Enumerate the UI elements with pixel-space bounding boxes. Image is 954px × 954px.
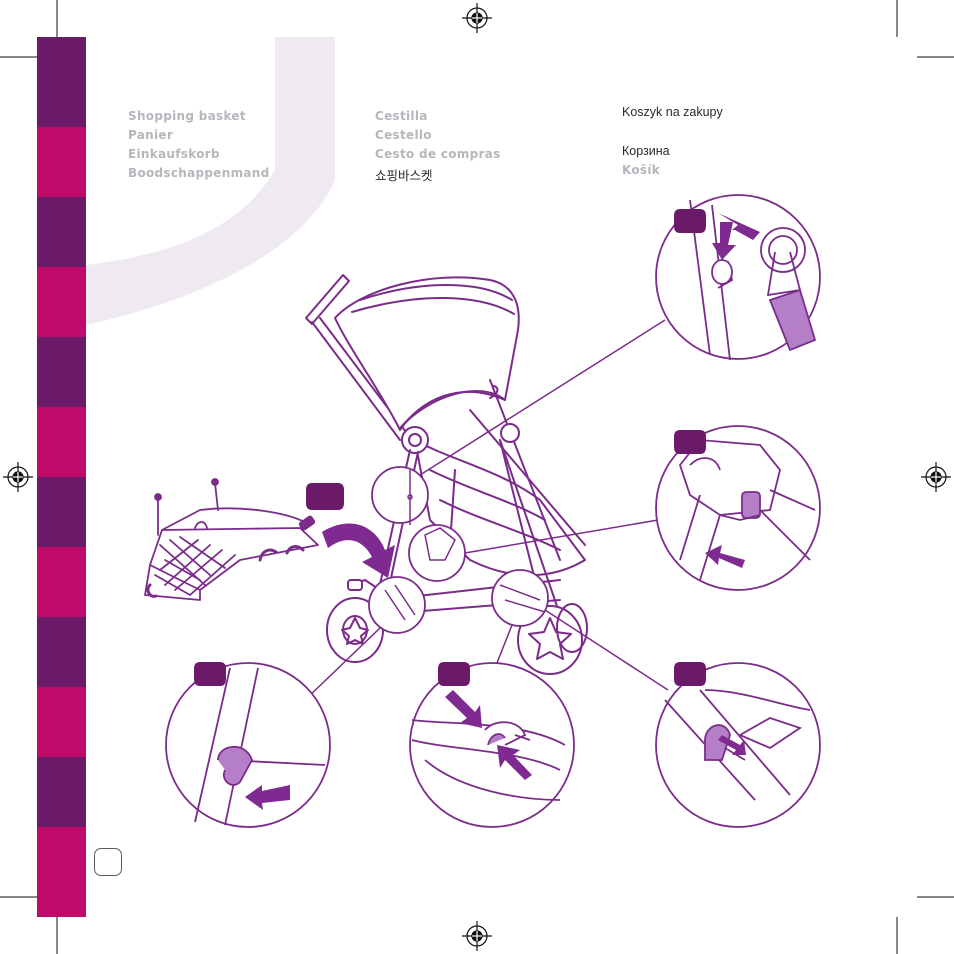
label-spanish: Cestilla: [375, 109, 428, 123]
basket-drawing: [145, 479, 318, 600]
step-badge-icon: [674, 430, 706, 454]
label-portuguese: Cesto de compras: [375, 147, 501, 161]
step-badge-icon: [306, 483, 344, 510]
step-badge-icon: [438, 662, 470, 686]
label-italian: Cestello: [375, 128, 432, 142]
label-czech: Košík: [622, 163, 660, 177]
stroller-drawing: [306, 275, 587, 674]
step-badge-icon: [674, 662, 706, 686]
label-polish: Koszyk na zakupy: [622, 105, 723, 119]
label-french: Panier: [128, 128, 173, 142]
label-dutch: Boodschappenmand: [128, 166, 270, 180]
label-korean: 쇼핑바스켓: [375, 165, 433, 184]
push-arrow-icon: [322, 524, 395, 578]
step-badge-icon: [194, 662, 226, 686]
registration-mark-icon: [921, 462, 951, 492]
label-russian: Корзина: [622, 144, 670, 158]
registration-mark-icon: [462, 3, 492, 33]
step-badge-icon: [674, 209, 706, 233]
decorative-swoosh: [86, 37, 335, 325]
label-german: Einkaufskorb: [128, 147, 220, 161]
registration-mark-icon: [3, 462, 33, 492]
registration-mark-icon: [462, 921, 492, 951]
label-english: Shopping basket: [128, 109, 246, 123]
